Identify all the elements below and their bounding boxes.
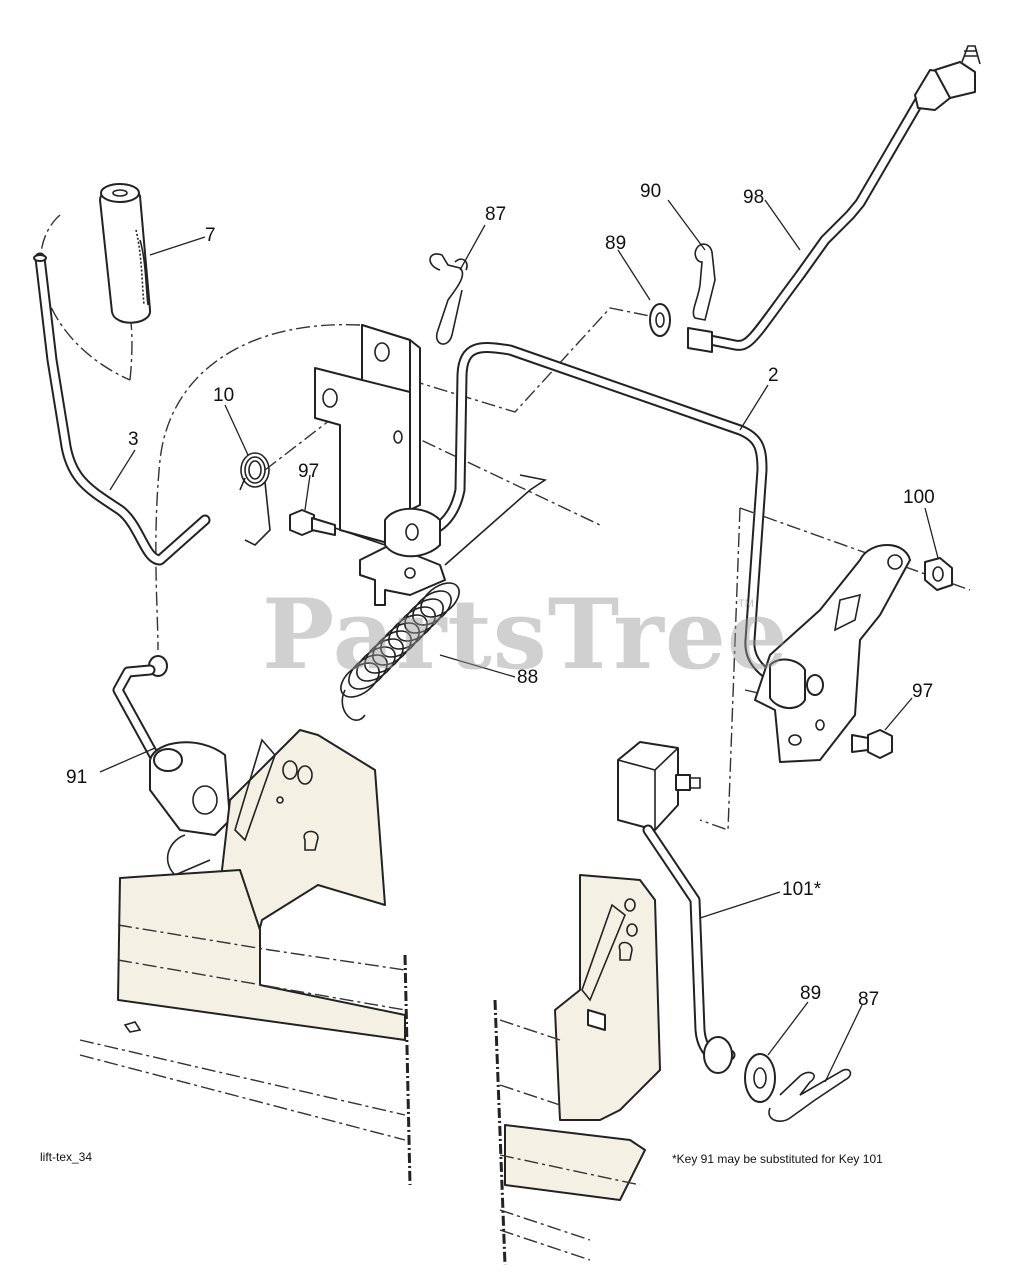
washer-part-89-upper: [649, 303, 671, 337]
substitution-footnote: *Key 91 may be substituted for Key 101: [672, 1152, 883, 1166]
torsion-spring-part-10: [239, 452, 271, 546]
bolt-part-97-lower: [851, 729, 893, 759]
washer-part-89-lower: [744, 1053, 776, 1103]
extension-spring-part-88: [340, 474, 548, 721]
callout-7: 7: [205, 225, 216, 246]
hairpin-clip-part-90: [692, 243, 716, 321]
callout-98: 98: [743, 187, 765, 208]
callout-3: 3: [128, 429, 139, 450]
callout-89-lower: 89: [800, 983, 822, 1004]
partstree-watermark: PartsTree: [262, 578, 789, 691]
right-side-plate: [554, 874, 661, 1121]
nut-part-100: [924, 557, 953, 591]
callout-100: 100: [903, 487, 935, 508]
callout-89-upper: 89: [605, 233, 627, 254]
callout-leaders: [99, 199, 939, 1083]
left-deck-housing: [79, 869, 412, 1186]
right-deck-housing: [493, 999, 646, 1266]
trademark-mark: TM: [738, 598, 754, 610]
diagram-id-label: lift-tex_34: [40, 1150, 93, 1164]
callout-10: 10: [213, 385, 235, 406]
lift-link-rod-part-98: [687, 45, 981, 353]
callout-91: 91: [66, 767, 88, 788]
callout-2: 2: [768, 365, 779, 386]
hairpin-clip-part-87-lower: [768, 1068, 852, 1122]
right-lift-arm: [754, 544, 911, 763]
callout-101: 101*: [782, 879, 822, 900]
callout-97-lower: 97: [912, 681, 934, 702]
callout-88: 88: [517, 667, 539, 688]
mounting-bracket: [314, 324, 446, 606]
handle-grip-part-7: [99, 183, 151, 324]
bolt-part-97-upper: [289, 509, 386, 546]
callout-87-upper: 87: [485, 204, 507, 225]
lift-link-part-91: [112, 655, 257, 886]
lift-link-part-101: [617, 741, 736, 1074]
callout-90: 90: [640, 181, 662, 202]
callout-87-lower: 87: [858, 989, 880, 1010]
lift-handle-rod-part-3: [33, 252, 211, 566]
lift-rod-part-2: [384, 342, 801, 691]
callout-97-upper: 97: [298, 461, 320, 482]
